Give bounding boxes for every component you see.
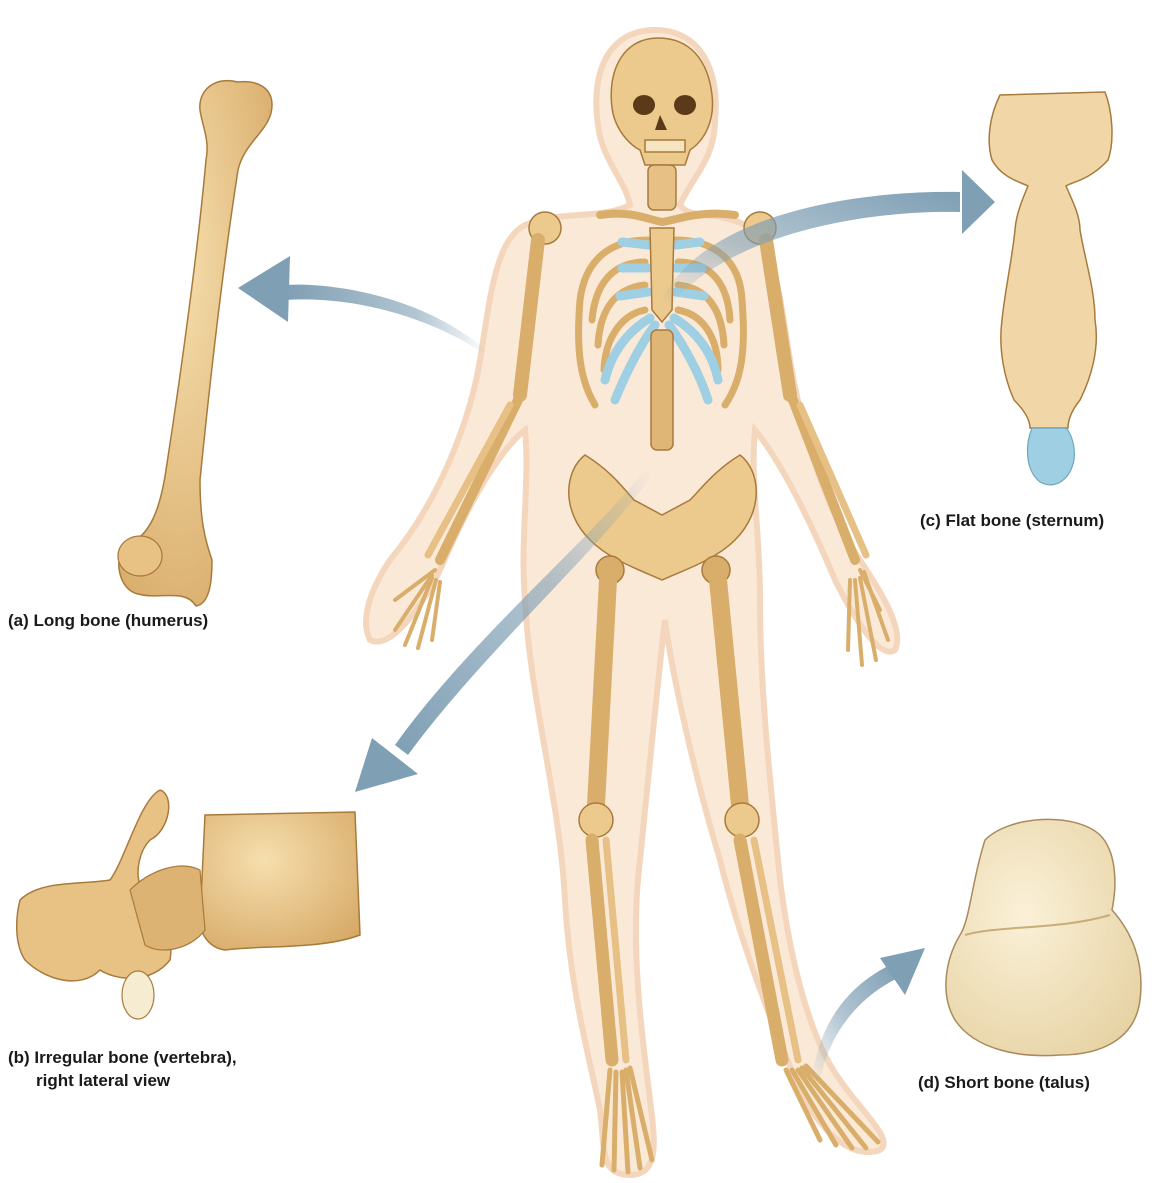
vertebra-illustration: [17, 790, 360, 1019]
talus-illustration: [946, 819, 1141, 1055]
sternum-illustration: [989, 92, 1112, 485]
label-flat-bone: (c) Flat bone (sternum): [920, 510, 1104, 532]
body-silhouette: [366, 30, 897, 1175]
label-short-bone: (d) Short bone (talus): [918, 1072, 1090, 1094]
label-long-bone: (a) Long bone (humerus): [8, 610, 208, 632]
arrow-to-long-bone: [238, 256, 488, 356]
humerus-illustration: [118, 81, 272, 606]
label-irregular-bone-line2: right lateral view: [36, 1070, 170, 1092]
label-irregular-bone-line1: (b) Irregular bone (vertebra),: [8, 1047, 237, 1069]
